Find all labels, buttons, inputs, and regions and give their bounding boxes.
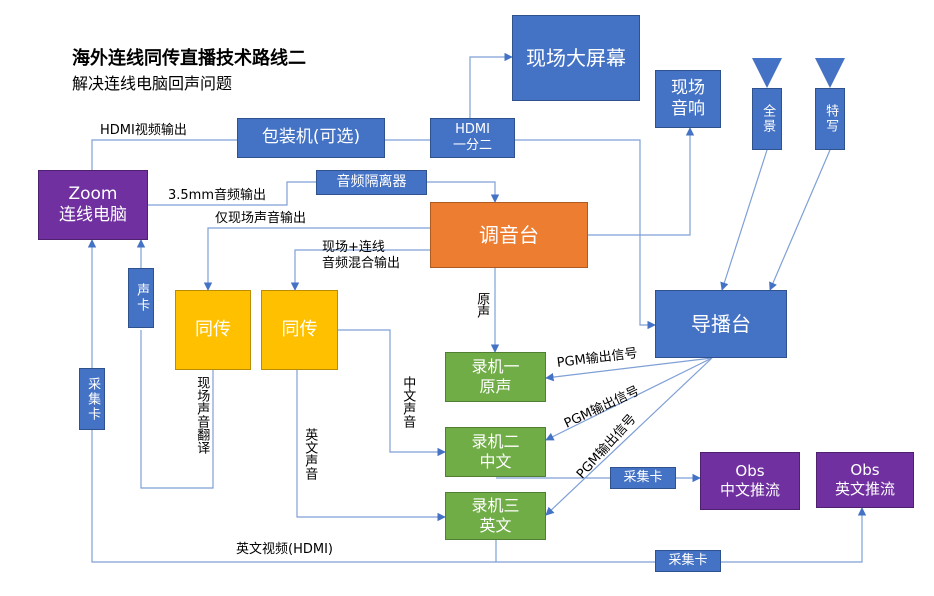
line-interp2-rec3 <box>296 370 446 522</box>
live-speaker-box: 现场 音响 <box>655 70 721 128</box>
page-subtitle: 解决连线电脑回声问题 <box>72 74 233 93</box>
recorder-3-box: 录机三 英文 <box>445 492 546 540</box>
label-original: 原声 <box>474 292 490 318</box>
label-audio-35: 3.5mm音频输出 <box>168 188 267 203</box>
mixer-box: 调音台 <box>430 202 588 268</box>
line-mixer-speaker <box>588 127 695 236</box>
line-cam-wide <box>720 149 768 291</box>
line-splitter-screen <box>469 52 513 118</box>
label-live-only: 仅现场声音输出 <box>215 211 307 226</box>
director-box: 导播台 <box>655 290 787 358</box>
line-splitter-director <box>515 139 656 330</box>
label-english-video: 英文视频(HDMI) <box>236 542 333 557</box>
hdmi-splitter-box: HDMI 一分二 <box>430 118 515 158</box>
interpreter-2-box: 同传 <box>261 290 338 370</box>
camera-close-icon <box>815 58 845 88</box>
label-live-translation: 现场声音翻译 <box>194 376 210 454</box>
line-pgm-rec3 <box>545 357 713 516</box>
big-screen-box: 现场大屏幕 <box>512 15 640 101</box>
sound-card-box: 声卡 <box>128 268 154 328</box>
label-chinese-voice: 中文声音 <box>400 376 416 428</box>
line-pgm-rec2 <box>545 357 713 441</box>
obs-cn-box: Obs 中文推流 <box>700 452 800 510</box>
label-mix-out: 现场+连线 音频混合输出 <box>322 240 401 272</box>
line-pgm-rec1 <box>545 357 713 382</box>
recorder-2-box: 录机二 中文 <box>445 427 546 477</box>
line-cam-close <box>769 149 831 291</box>
capture-card-bottom-box: 采集卡 <box>655 550 721 572</box>
capture-card-mid-box: 采集卡 <box>610 467 676 489</box>
packager-box: 包装机(可选) <box>237 118 385 158</box>
line-zoom-hdmi <box>91 139 237 170</box>
label-hdmi-out: HDMI视频输出 <box>100 123 187 138</box>
line-mixer-interp2 <box>290 249 430 291</box>
obs-en-box: Obs 英文推流 <box>816 452 914 508</box>
line-isolator-mixer <box>427 181 500 203</box>
line-interp2-rec2 <box>338 329 446 457</box>
camera-close-box: 特写 <box>815 88 845 150</box>
audio-isolator-box: 音频隔离器 <box>316 170 427 195</box>
camera-wide-box: 全景 <box>752 88 782 150</box>
line-mixer-interp1 <box>203 227 430 291</box>
line-interp1-soundcard <box>140 330 214 489</box>
capture-card-left-box: 采集卡 <box>79 368 105 430</box>
line-zoom-audio <box>148 181 316 206</box>
line-bottom-zoom <box>87 239 496 563</box>
interpreter-1-box: 同传 <box>175 290 251 370</box>
zoom-pc-box: Zoom 连线电脑 <box>38 170 148 240</box>
label-english-voice: 英文声音 <box>302 428 318 480</box>
camera-wide-icon <box>752 58 782 88</box>
page-title: 海外连线同传直播技术路线二 <box>72 48 306 69</box>
recorder-1-box: 录机一 原声 <box>445 352 546 402</box>
